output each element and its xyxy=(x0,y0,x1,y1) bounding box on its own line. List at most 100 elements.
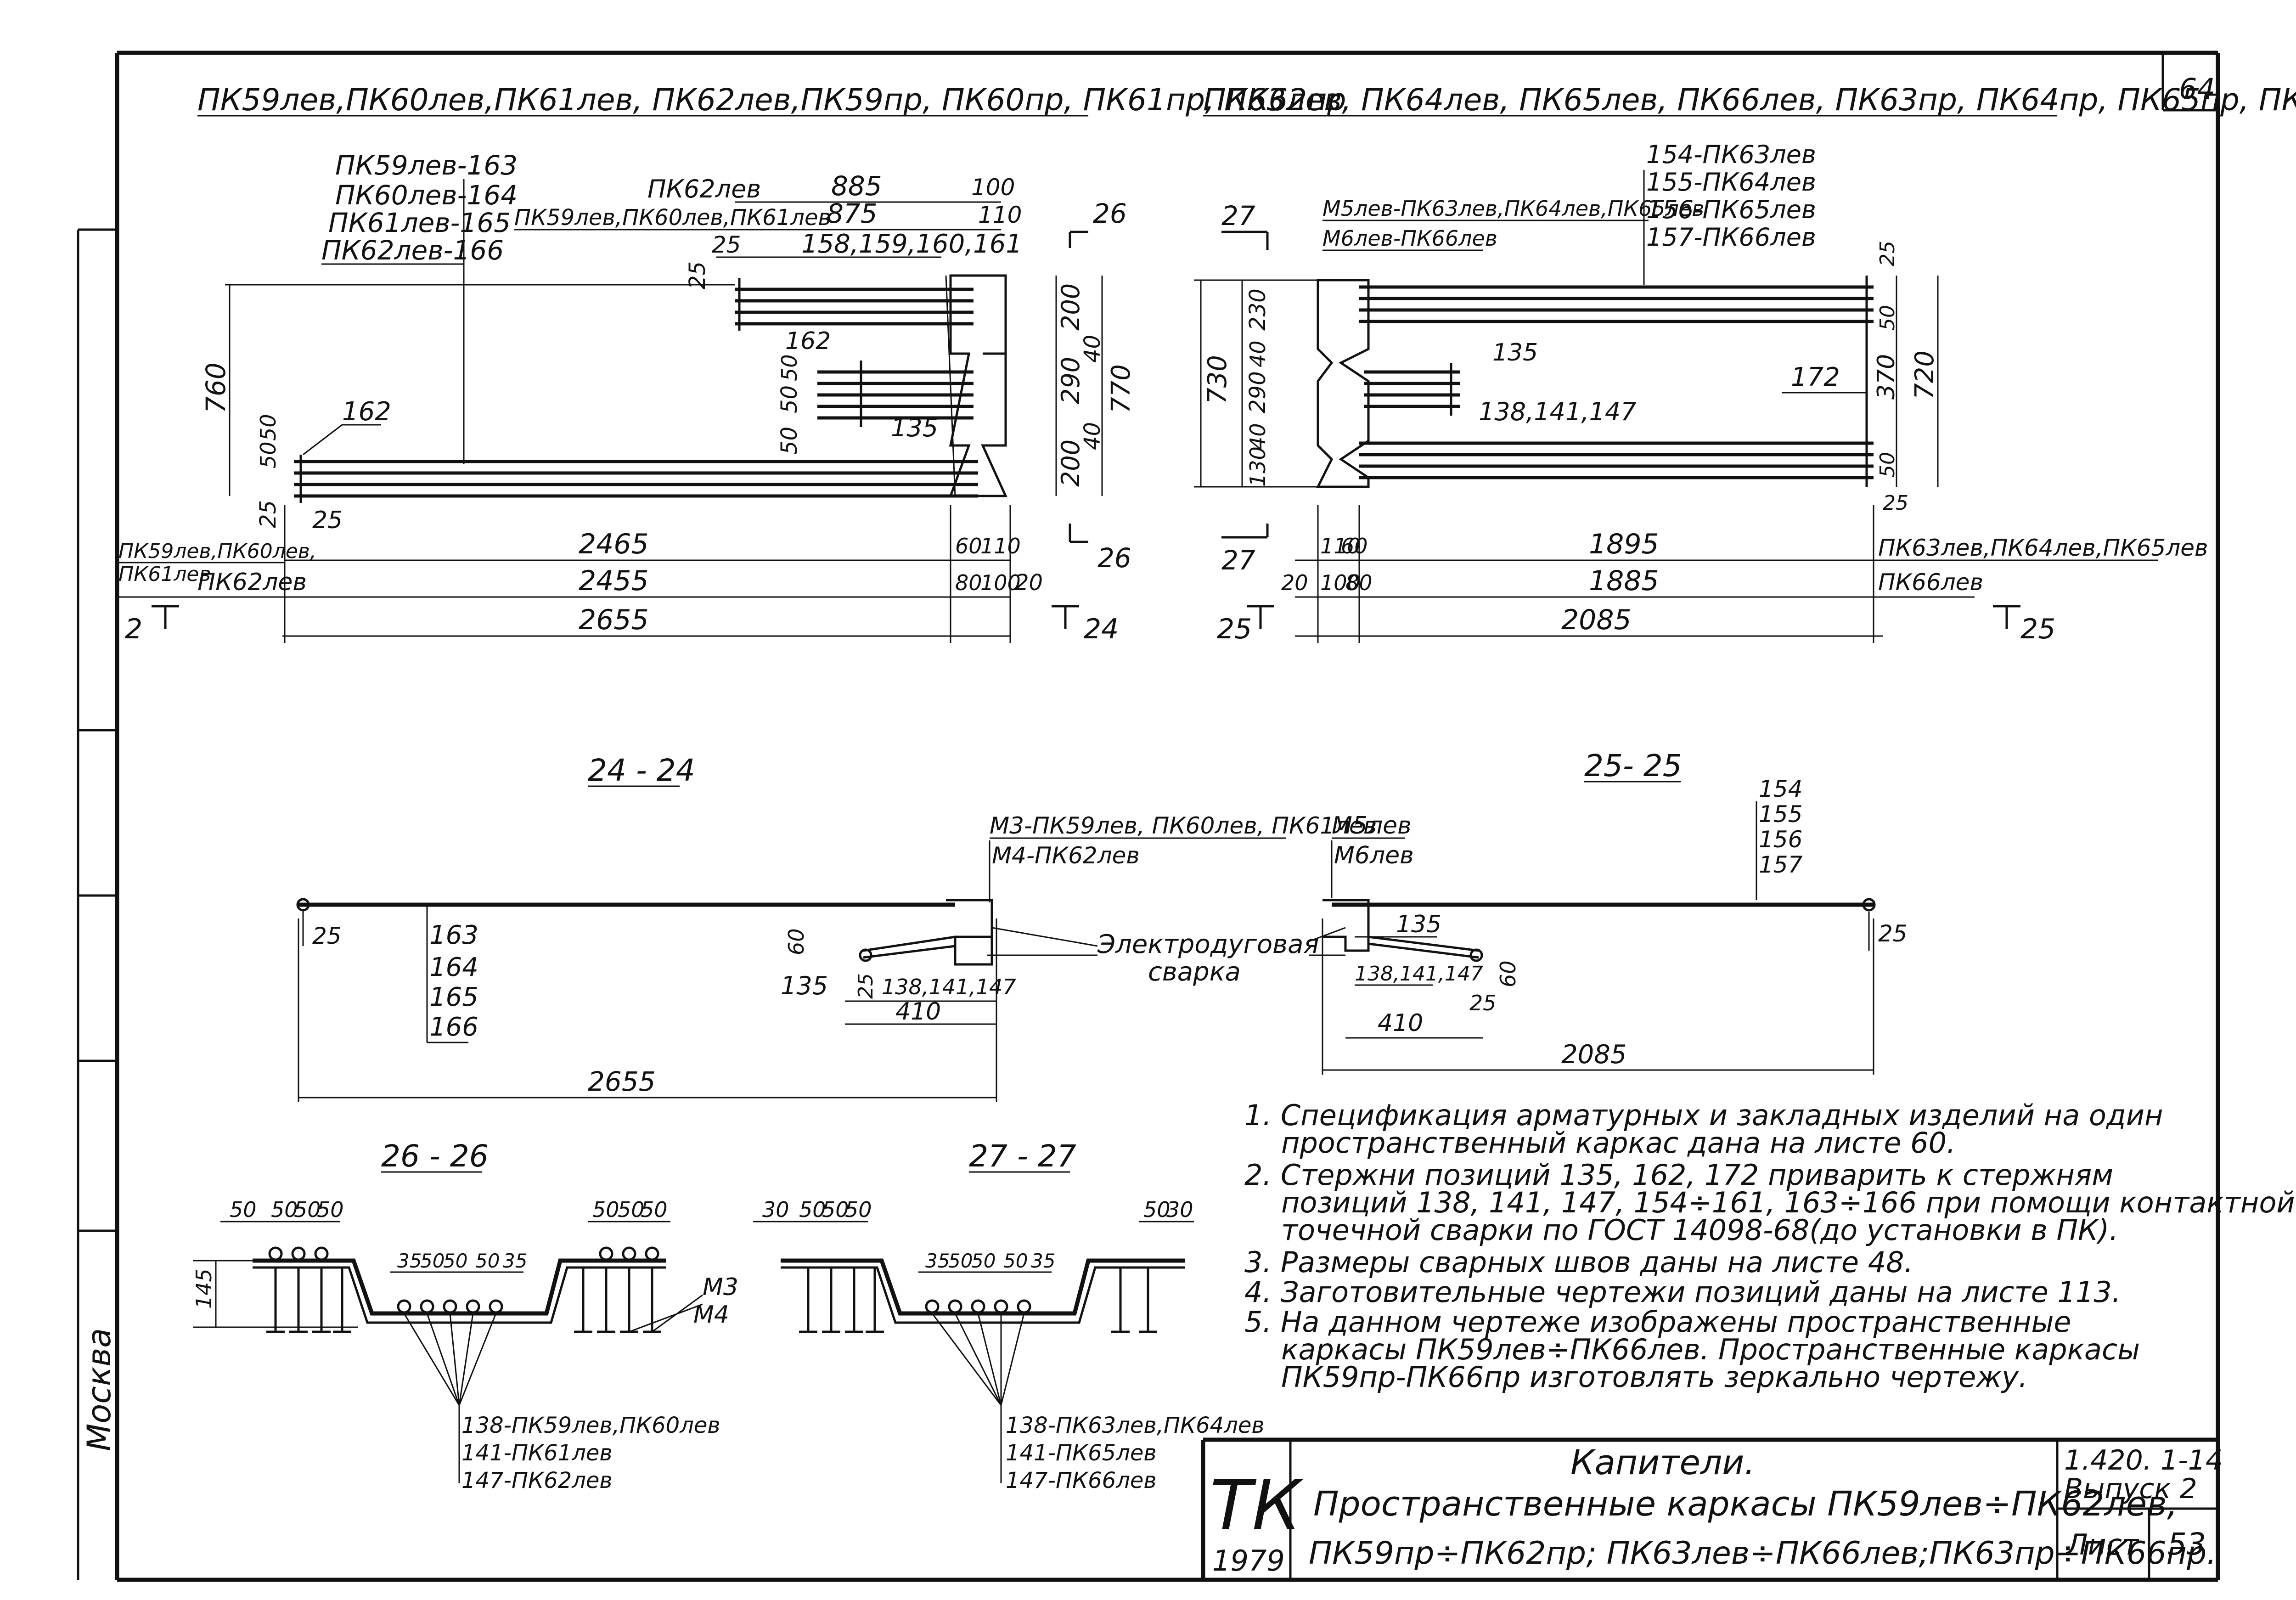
dim-100: 100 xyxy=(1320,570,1361,595)
dim-top: 50 xyxy=(641,1197,668,1222)
note-line: 5. На данном чертеже изображены простран… xyxy=(1244,1305,2071,1339)
dim-25: 25 xyxy=(1876,241,1899,266)
pos-162-top: 162 xyxy=(785,327,831,355)
pos-135: 135 xyxy=(891,413,938,442)
note-line: позиций 138, 141, 147, 154÷161, 163÷166 … xyxy=(1281,1186,2295,1219)
dim-top: 50 xyxy=(317,1197,344,1222)
section-25-mark: 25 xyxy=(2020,613,2055,645)
dim-mid: 50 xyxy=(948,1250,973,1272)
dim-mid: 50 xyxy=(420,1250,445,1272)
left-leader-item: ПК60лев-164 xyxy=(335,180,518,211)
left-leader-item: ПК59лев-163 xyxy=(335,150,518,181)
section-27-list-item: 138-ПК63лев,ПК64лев xyxy=(1006,1413,1265,1438)
section-24-list-item: 166 xyxy=(429,1012,478,1042)
m3-label: М3-ПК59лев, ПК60лев, ПК61лев xyxy=(990,812,1377,839)
section-24-list-item: 163 xyxy=(429,920,478,950)
dim-145: 145 xyxy=(191,1268,216,1309)
dim-200: 200 xyxy=(1056,283,1085,331)
dim-mid: 50 xyxy=(1003,1250,1028,1272)
group-label: ПК66лев xyxy=(1878,569,1983,596)
dim-40: 40 xyxy=(1245,340,1270,367)
dim-25: 25 xyxy=(1878,920,1908,947)
title-line2: Пространственные каркасы ПК59лев÷ПК62лев… xyxy=(1313,1484,2178,1524)
note-line: точечной сварки по ГОСТ 14098-68(до уста… xyxy=(1281,1213,2118,1247)
note-line: ПК59пр-ПК66пр изготовлять зеркально черт… xyxy=(1281,1360,2027,1394)
right-list-item: 157-ПК66лев xyxy=(1646,223,1816,252)
section-27-27: 27 - 27 30 50 50 50 50 30 35 50 50 50 35 xyxy=(753,1138,1265,1493)
weld-label-line2: сварка xyxy=(1148,957,1241,987)
dim-110: 110 xyxy=(978,202,1022,228)
section-26-title: 26 - 26 xyxy=(381,1138,489,1174)
dim-mid: 50 xyxy=(475,1250,500,1272)
tag-pk59-61: ПК59лев,ПК60лев,ПК61лев xyxy=(514,205,831,231)
dim-110: 110 xyxy=(1320,534,1361,558)
m6-label: М6лев xyxy=(1334,842,1414,869)
dim-100: 100 xyxy=(980,570,1021,595)
note-line: каркасы ПК59лев÷ПК66лев. Пространственны… xyxy=(1281,1333,2140,1366)
weld-label-line1: Электродуговая xyxy=(1097,930,1319,959)
left-leader-item: ПК62лев-166 xyxy=(321,235,504,266)
dim-50: 50 xyxy=(777,427,802,455)
section-25-list-item: 157 xyxy=(1759,851,1803,878)
section-27-mark: 27 xyxy=(1221,545,1255,576)
page-corner-number: 64 xyxy=(2179,72,2215,106)
pos-158-161: 158,159,160,161 xyxy=(801,229,1022,259)
dim-1895: 1895 xyxy=(1589,528,1659,560)
dim-top: 50 xyxy=(618,1197,645,1222)
dim-770: 770 xyxy=(1106,364,1136,413)
dim-370: 370 xyxy=(1873,354,1900,400)
title-line1: Капители. xyxy=(1570,1443,1755,1482)
section-27-list-item: 147-ПК66лев xyxy=(1006,1468,1157,1493)
pos-162-left: 162 xyxy=(342,397,391,427)
dim-110: 110 xyxy=(980,534,1021,558)
pos-135: 135 xyxy=(781,971,828,1000)
dim-290: 290 xyxy=(1056,357,1085,404)
dim-top: 50 xyxy=(592,1197,619,1222)
tk-logo: ТК xyxy=(1210,1466,1304,1546)
doc-code: 1.420. 1-14 xyxy=(2064,1444,2223,1476)
dim-25: 25 xyxy=(312,923,342,949)
section-24-24: 24 - 24 М3-ПК59лев, ПК60лев, ПК61лев М4-… xyxy=(296,753,1377,1102)
dim-top: 50 xyxy=(1143,1197,1171,1222)
section-mark: 24 xyxy=(1084,613,1119,645)
dim-mid: 35 xyxy=(503,1250,527,1272)
dim-60: 60 xyxy=(955,534,982,558)
section-26-list-item: 147-ПК62лев xyxy=(461,1468,613,1493)
dim-50-mid: 50 xyxy=(777,354,802,381)
dim-1885: 1885 xyxy=(1589,565,1659,597)
m4-label: М4-ПК62лев xyxy=(992,842,1140,869)
dim-25-left: 25 xyxy=(255,500,281,528)
dim-60: 60 xyxy=(1341,534,1368,558)
title-year: 1979 xyxy=(1212,1544,1285,1577)
dim-80: 80 xyxy=(1345,570,1373,595)
dim-top: 50 xyxy=(271,1197,298,1222)
m5-label: М5лев xyxy=(1332,812,1412,839)
section-27-list-item: 141-ПК65лев xyxy=(1006,1440,1157,1466)
dim-top: 50 xyxy=(799,1197,826,1222)
section-26-mark: 26 xyxy=(1093,198,1127,229)
group-label: ПК61лев xyxy=(118,563,211,586)
section-24-list-item: 165 xyxy=(429,982,478,1012)
dim-875: 875 xyxy=(827,198,878,229)
dim-40: 40 xyxy=(1080,335,1105,363)
dim-80: 80 xyxy=(955,570,982,595)
note-line: 3. Размеры сварных швов даны на листе 48… xyxy=(1244,1245,1913,1279)
pos-135: 135 xyxy=(1396,911,1441,938)
dim-885: 885 xyxy=(831,170,882,202)
note-line: пространственный каркас дана на листе 60… xyxy=(1281,1126,1956,1160)
section-25-mark: 25 xyxy=(1217,613,1252,645)
section-25-title: 25- 25 xyxy=(1584,748,1682,783)
dim-2655: 2655 xyxy=(588,1066,656,1097)
sheet-frame: 64 Москва xyxy=(77,51,2220,1582)
title-block: ТК 1979 Капители. Пространственные карка… xyxy=(1201,1437,2223,1580)
section-mark: 2 xyxy=(125,613,142,645)
title-line3: ПК59пр÷ПК62пр; ПК63лев÷ПК66лев;ПК63пр÷ПК… xyxy=(1309,1535,2217,1572)
dim-200: 200 xyxy=(1056,439,1085,487)
dim-720: 720 xyxy=(1910,350,1940,400)
dim-2085: 2085 xyxy=(1561,604,1632,636)
m6-label: М6лев-ПК66лев xyxy=(1322,226,1497,251)
right-list-item: 156-ПК65лев xyxy=(1646,195,1816,224)
dim-760: 760 xyxy=(200,362,231,413)
section-24-list-item: 164 xyxy=(429,952,478,982)
tag-pk62: ПК62лев xyxy=(647,175,761,203)
